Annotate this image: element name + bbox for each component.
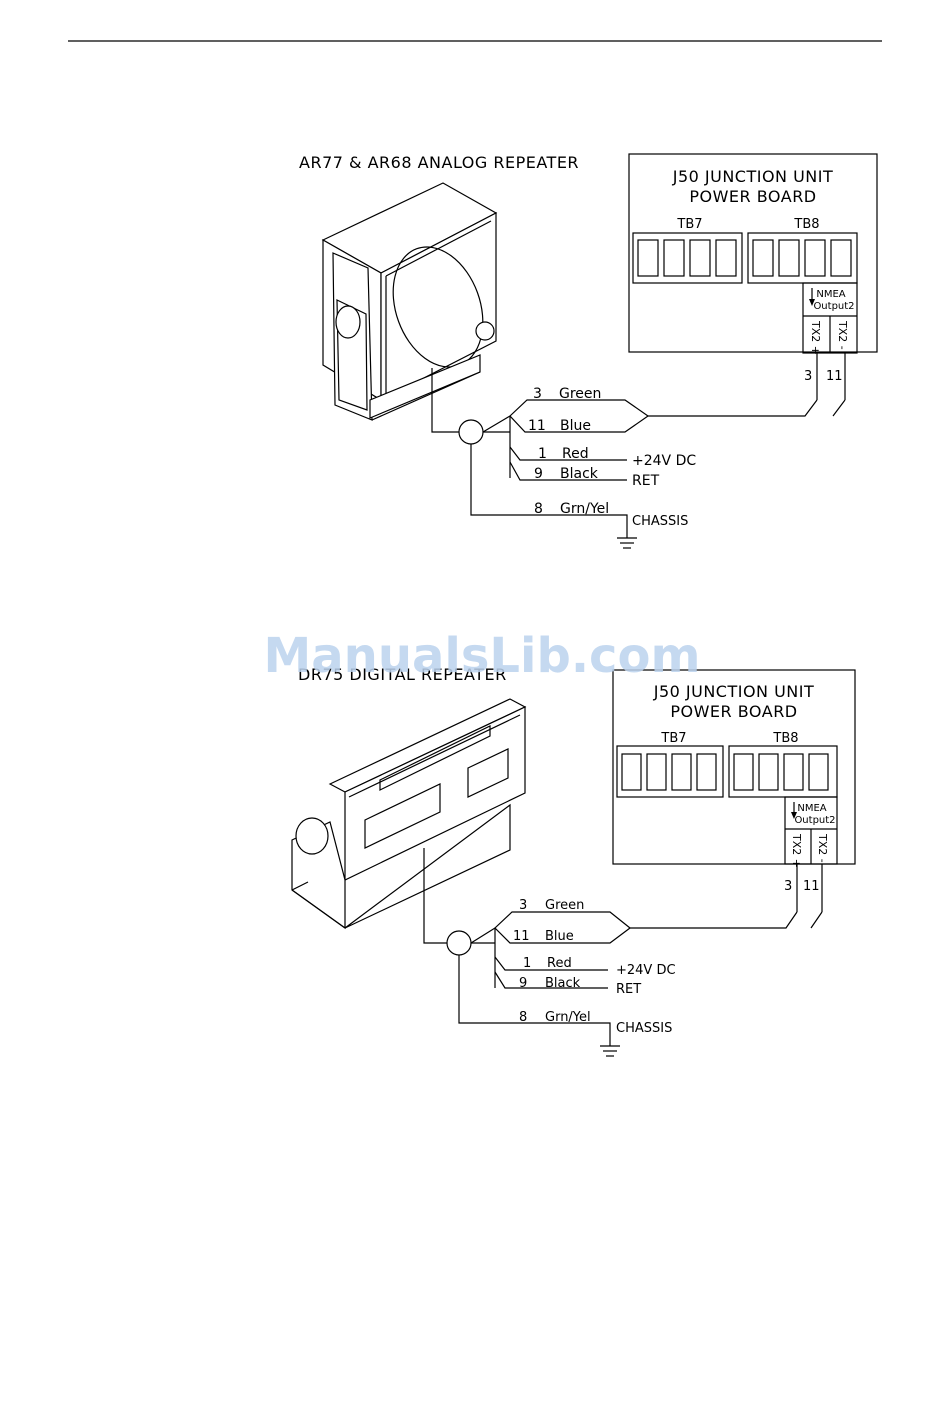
nmea-label-2: NMEA: [797, 803, 826, 814]
digital-repeater-title: DR75 DIGITAL REPEATER: [298, 665, 507, 684]
wire-blue-num-1: 11: [528, 418, 546, 434]
wire-black-color-2: Black: [545, 976, 581, 991]
tb7-terminal-block-1: [632, 232, 743, 284]
analog-repeater-illustration: [321, 182, 498, 421]
tb7-terminal-block-2: [616, 745, 724, 798]
wire-grnyel-color-2: Grn/Yel: [545, 1010, 591, 1025]
output2-label-1: Output2: [813, 301, 854, 312]
wiring-1: 3 11 3 Green 11: [431, 353, 846, 549]
wiring-2: 3 11 3 Green 11 Blue 1 Red 9: [423, 848, 823, 1057]
wire-black-color-1: Black: [560, 466, 599, 482]
tb8-terminal-block-2: [728, 745, 838, 798]
tb8-label-1: TB8: [793, 217, 819, 232]
junction-box-1: [628, 153, 878, 353]
cable-grommet-2: [446, 930, 472, 956]
tb8-terminal-block-1: [747, 232, 858, 284]
label-ret-2: RET: [616, 982, 641, 997]
junction-title-2-line1: J50 JUNCTION UNIT: [653, 682, 815, 701]
wire-grnyel-num-2: 8: [519, 1010, 527, 1025]
output2-label-2: Output2: [794, 815, 835, 826]
wire-black-num-1: 9: [534, 466, 543, 482]
label-ret-1: RET: [632, 473, 660, 489]
wire-red-num-2: 1: [523, 956, 531, 971]
tx2-minus-label-2: TX2 -: [816, 833, 829, 863]
wire-grnyel-color-1: Grn/Yel: [560, 501, 609, 517]
tx2-minus-label-1: TX2 -: [836, 320, 849, 350]
wire-black-num-2: 9: [519, 976, 527, 991]
diagram-digital-repeater: DR75 DIGITAL REPEATER J50 JUNCTION UNIT …: [291, 665, 856, 1057]
ground-symbol-2: [600, 1045, 620, 1057]
digital-repeater-illustration: [291, 698, 527, 930]
label-chassis-2: CHASSIS: [616, 1021, 672, 1036]
wire-green-color-2: Green: [545, 898, 584, 913]
tb8-label-2: TB8: [772, 731, 798, 746]
diagram-analog-repeater: AR77 & AR68 ANALOG REPEATER J50 JUNC: [299, 153, 878, 549]
wire-red-color-1: Red: [562, 446, 589, 462]
pin3-label-2: 3: [784, 879, 792, 894]
junction-box-2: [612, 669, 856, 865]
wire-green-num-1: 3: [533, 386, 542, 402]
pin11-label-2: 11: [803, 879, 820, 894]
watermark: ManualsLib.com: [264, 628, 701, 684]
junction-title-1-line2: POWER BOARD: [689, 187, 816, 206]
tb7-label-1: TB7: [676, 217, 702, 232]
analog-repeater-title: AR77 & AR68 ANALOG REPEATER: [299, 153, 579, 172]
wire-blue-color-1: Blue: [560, 418, 591, 434]
wire-red-color-2: Red: [547, 956, 572, 971]
tx2-plus-label-2: TX2 +: [790, 833, 803, 868]
wire-blue-num-2: 11: [513, 929, 530, 944]
junction-title-2-line2: POWER BOARD: [670, 702, 797, 721]
tb7-label-2: TB7: [660, 731, 686, 746]
wire-green-color-1: Green: [559, 386, 601, 402]
tx2-plus-label-1: TX2 +: [809, 320, 822, 355]
label-chassis-1: CHASSIS: [632, 514, 688, 529]
cable-grommet-1: [458, 419, 484, 445]
label-24v-2: +24V DC: [616, 963, 676, 978]
label-24v-1: +24V DC: [632, 453, 696, 469]
wire-red-num-1: 1: [538, 446, 547, 462]
wire-green-num-2: 3: [519, 898, 527, 913]
wire-blue-color-2: Blue: [545, 929, 574, 944]
pin11-label-1: 11: [826, 369, 843, 384]
ground-symbol-1: [617, 537, 637, 549]
pin3-label-1: 3: [804, 369, 812, 384]
junction-title-1-line1: J50 JUNCTION UNIT: [672, 167, 834, 186]
nmea-label-1: NMEA: [816, 289, 845, 300]
wire-grnyel-num-1: 8: [534, 501, 543, 517]
